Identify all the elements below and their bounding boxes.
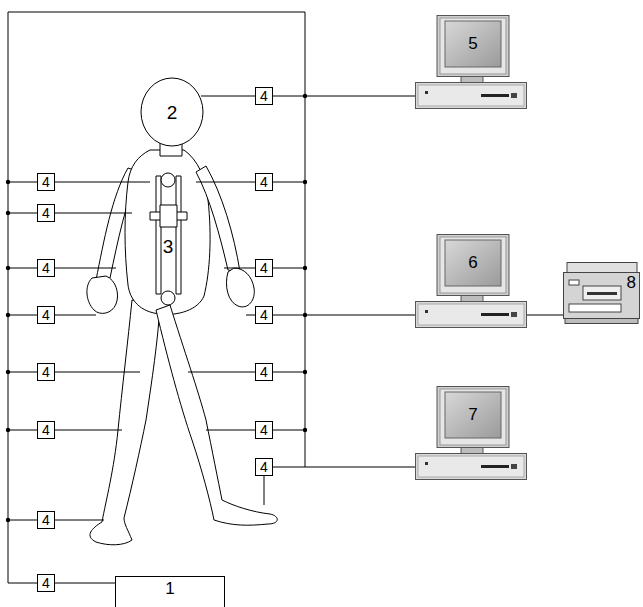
- sensor-box: 4: [37, 363, 55, 381]
- bus-wire: [8, 12, 305, 583]
- callout-number: 4: [42, 206, 50, 220]
- computer-icon: [415, 386, 527, 481]
- printer: 8: [563, 262, 640, 324]
- connector: [527, 315, 563, 316]
- callout-number: 6: [468, 253, 477, 273]
- callout-number: 4: [260, 89, 268, 103]
- callout-number: 4: [42, 576, 50, 590]
- computer: 5: [415, 15, 527, 110]
- sensor-box: 4: [37, 421, 55, 439]
- bus-stub: [8, 182, 37, 520]
- sensor-box: 4: [255, 259, 273, 277]
- sensor-box: 4: [37, 173, 55, 191]
- callout-number: 4: [42, 423, 50, 437]
- callout-number: 1: [165, 577, 174, 597]
- callout-number: 4: [260, 460, 268, 474]
- callout-number: 4: [42, 365, 50, 379]
- bus-stub: [273, 96, 305, 467]
- computer-icon: [415, 15, 527, 110]
- bus-stub: [305, 96, 415, 467]
- connector: [55, 583, 115, 584]
- callout-number: 4: [42, 308, 50, 322]
- callout-number: 4: [42, 175, 50, 189]
- sensor-box: 4: [255, 458, 273, 476]
- callout-number: 4: [260, 365, 268, 379]
- callout-number: 4: [42, 513, 50, 527]
- sensor-box: 4: [255, 173, 273, 191]
- human-figure: [87, 78, 277, 545]
- sensor-box: 4: [255, 363, 273, 381]
- callout-number: 4: [260, 308, 268, 322]
- callout-number: 8: [627, 274, 636, 291]
- sensor-box: 4: [37, 306, 55, 324]
- junction-dots: [6, 94, 307, 522]
- sensor-box: 4: [37, 259, 55, 277]
- callout-number: 5: [468, 34, 477, 54]
- computer-icon: [415, 234, 527, 329]
- callout-number: 3: [162, 237, 175, 256]
- callout-number: 4: [260, 261, 268, 275]
- computer: 6: [415, 234, 527, 329]
- computer: 7: [415, 386, 527, 481]
- callout-number: 4: [260, 423, 268, 437]
- sensor-box: 4: [255, 421, 273, 439]
- callout-number: 4: [260, 175, 268, 189]
- sensor-box: 4: [255, 87, 273, 105]
- sensor-box: 4: [37, 511, 55, 529]
- callout-number: 2: [166, 103, 179, 122]
- callout-number: 4: [42, 261, 50, 275]
- leader-line: [55, 96, 264, 520]
- callout-number: 7: [468, 405, 477, 425]
- sensor-box: 4: [37, 574, 55, 592]
- device-box: 1: [115, 576, 225, 607]
- sensor-box: 4: [37, 204, 55, 222]
- printer-icon: [563, 262, 640, 324]
- sensor-box: 4: [255, 306, 273, 324]
